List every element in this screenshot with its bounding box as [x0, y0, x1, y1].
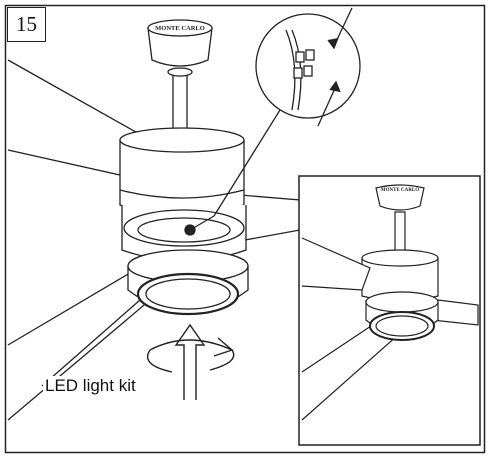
fan-blade-right — [239, 194, 301, 241]
outer-frame — [4, 4, 486, 454]
downrod — [172, 71, 188, 135]
fan-blade-lower-left — [7, 269, 151, 421]
canopy-brand-logo: MONTE CARLO — [155, 25, 205, 32]
inset-canopy-brand-logo: MONTE CARLO — [381, 188, 419, 193]
zoom-arrow-up — [317, 85, 337, 127]
led-lens — [136, 272, 240, 316]
led-light-kit-caption: LED light kit — [43, 376, 138, 396]
svg-text:MONTE CARLO: MONTE CARLO — [381, 188, 419, 193]
svg-text:MONTE CARLO: MONTE CARLO — [155, 25, 205, 32]
push-up-arrow — [174, 323, 206, 400]
inset-fan-illustration — [301, 184, 479, 421]
switch-housing-opening — [123, 209, 245, 247]
step-number: 15 — [16, 12, 37, 36]
zoom-leader-line — [213, 109, 281, 217]
step-number-box: 15 — [7, 7, 46, 42]
caption-leader-line — [41, 299, 141, 387]
